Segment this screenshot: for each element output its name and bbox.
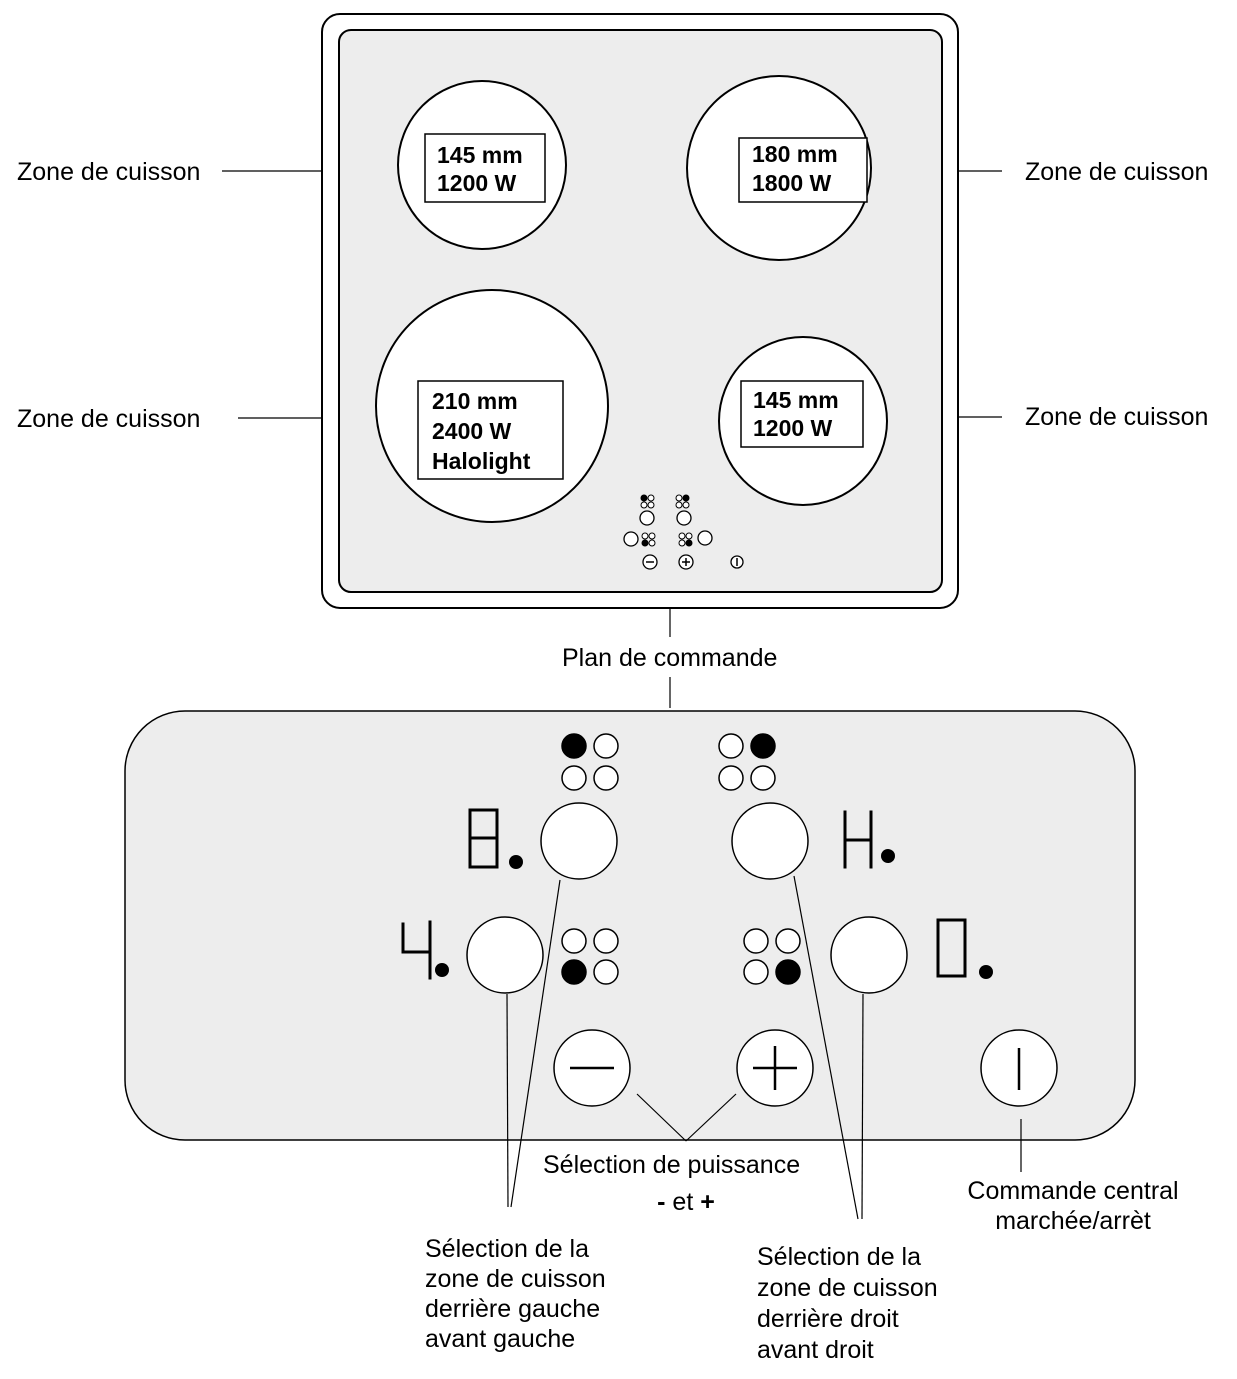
zone-power: 1800 W [752, 170, 832, 196]
cooking-zone-front-right: 145 mm 1200 W [718, 336, 888, 506]
display-front-left [401, 920, 449, 980]
mini-zone-indicator-rear-right [675, 494, 690, 509]
zone-indicator-rear-right [718, 733, 776, 791]
main-switch-button[interactable] [980, 1029, 1058, 1107]
zone-power: 2400 W [432, 418, 512, 444]
cooking-zone-label-front-left: Zone de cuisson [17, 405, 200, 433]
display-rear-right [843, 810, 895, 869]
mini-minus-icon [642, 554, 658, 570]
left-selection-line1: Sélection de la [425, 1235, 589, 1263]
right-selection-line2: zone de cuisson [757, 1274, 938, 1302]
zone-diameter: 210 mm [432, 388, 518, 414]
main-switch-label-line1: Commande central [967, 1177, 1178, 1205]
mini-plus-icon [678, 554, 694, 570]
cooking-zone-callouts: Zone de cuisson Zone de cuisson Zone de … [17, 158, 1208, 433]
control-panel-label: Plan de commande [562, 644, 777, 672]
front-left-zone-button[interactable] [466, 916, 544, 994]
display-rear-left [468, 808, 523, 869]
minus-button[interactable] [553, 1029, 631, 1107]
right-selection-line3: derrière droit [757, 1305, 899, 1333]
zone-diameter: 180 mm [752, 141, 838, 167]
zone-indicator-rear-left [561, 733, 619, 791]
cooking-zone-front-left: 210 mm 2400 W Halolight [375, 289, 609, 523]
display-front-right [936, 918, 993, 979]
mini-zone-indicator-front-left [641, 532, 656, 547]
right-selection-line4: avant droit [757, 1336, 874, 1364]
zone-indicator-front-left [561, 928, 619, 985]
cooking-zone-label-front-right: Zone de cuisson [1025, 403, 1208, 431]
main-switch-label-line2: marchée/arrèt [995, 1207, 1151, 1235]
mini-zone-indicator-front-right [678, 532, 693, 547]
cooking-zone-rear-right: 180 mm 1800 W [686, 75, 872, 261]
right-selection-line1: Sélection de la [757, 1243, 921, 1271]
mini-power-icon [730, 555, 744, 569]
control-panel-surface [124, 710, 1136, 1141]
zone-power: 1200 W [437, 170, 517, 196]
left-selection-line3: derrière gauche [425, 1295, 600, 1323]
left-selection-line4: avant gauche [425, 1325, 575, 1353]
front-right-zone-button[interactable] [830, 916, 908, 994]
zone-power: 1200 W [753, 415, 833, 441]
zone-indicator-front-right [743, 928, 801, 985]
left-selection-line2: zone de cuisson [425, 1265, 606, 1293]
cooking-zone-label-rear-right: Zone de cuisson [1025, 158, 1208, 186]
power-selection-keys: - et + [657, 1188, 715, 1216]
rear-left-zone-button[interactable] [540, 802, 618, 880]
mini-front-right-button [697, 530, 713, 546]
cooking-zone-label-rear-left: Zone de cuisson [17, 158, 200, 186]
cooking-zone-rear-left: 145 mm 1200 W [397, 80, 567, 250]
cooktop: 145 mm 1200 W 180 mm 1800 W 210 mm 2400 … [321, 13, 959, 609]
plus-icon [753, 1046, 797, 1090]
mini-rear-left-button [639, 510, 655, 526]
zone-diameter: 145 mm [753, 387, 839, 413]
mini-zone-indicator-rear-left [640, 494, 655, 509]
rear-right-zone-button[interactable] [731, 802, 809, 880]
control-panel [124, 710, 1136, 1141]
mini-front-left-button [623, 531, 639, 547]
mini-rear-right-button [676, 510, 692, 526]
mini-control-panel [623, 494, 744, 570]
power-selection-label: Sélection de puissance [543, 1151, 800, 1179]
zone-extra: Halolight [432, 448, 531, 474]
plus-button[interactable] [736, 1029, 814, 1107]
zone-diameter: 145 mm [437, 142, 523, 168]
